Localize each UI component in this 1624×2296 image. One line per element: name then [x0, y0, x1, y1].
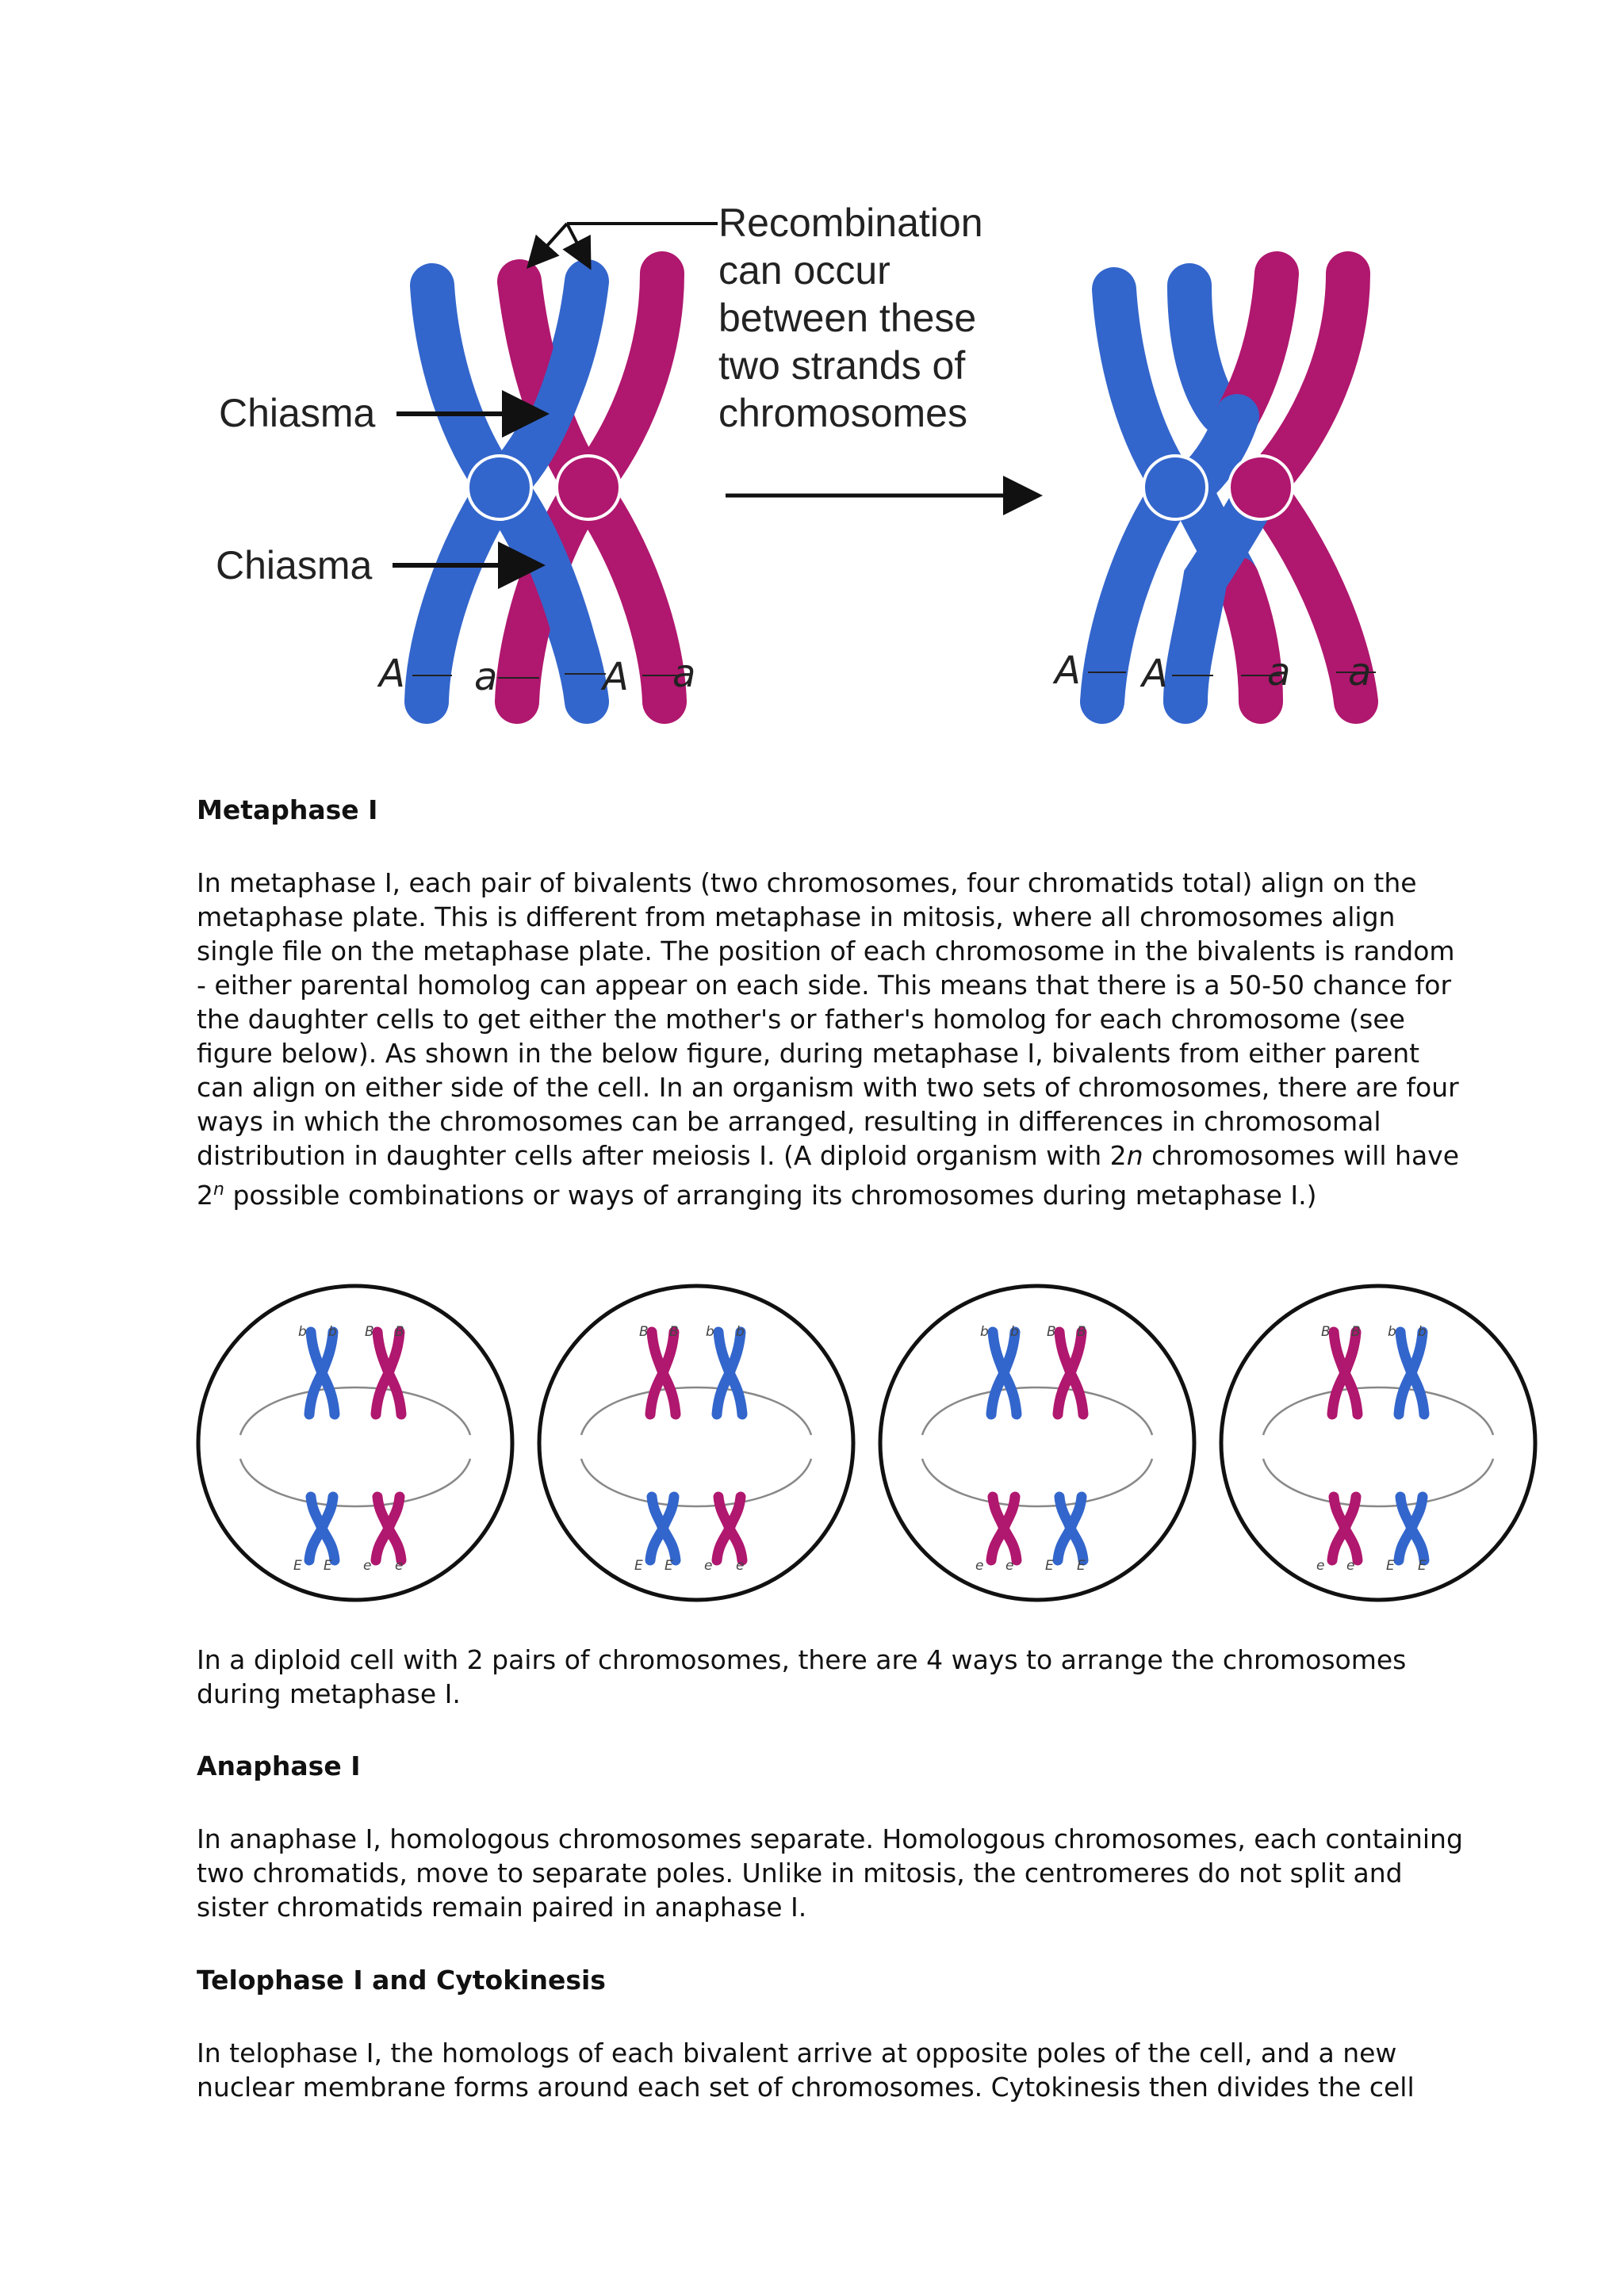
cell-3-bottom-allele: e — [1005, 1558, 1013, 1574]
svg-text:two strands of: two strands of — [718, 343, 965, 388]
cell-2-bottom-allele: E — [634, 1558, 643, 1574]
cell-3-bottom-allele: E — [1077, 1558, 1086, 1574]
figure2-caption: In a diploid cell with 2 pairs of chromo… — [197, 1644, 1407, 1709]
cell-3: b b B Be e E E — [878, 1284, 1197, 1602]
cell-2-bottom-allele: e — [736, 1558, 744, 1574]
left-allele-1: A — [377, 652, 405, 696]
cell-2-top-allele: b — [736, 1324, 745, 1340]
cell-1-top-allele: B — [365, 1324, 374, 1340]
cell-3-top-allele: B — [1077, 1324, 1086, 1340]
cell-2-bottom-allele: e — [704, 1558, 712, 1574]
left-allele-2: a — [474, 655, 497, 699]
cell-3-bottom-allele: E — [1045, 1558, 1054, 1574]
recombination-annotation: Recombination can occur between these tw… — [718, 201, 983, 435]
metaphase-heading: Metaphase I — [197, 794, 378, 825]
cell-4-top-allele: B — [1321, 1324, 1331, 1340]
svg-text:can occur: can occur — [718, 248, 891, 293]
cell-3-top-allele: B — [1047, 1324, 1056, 1340]
cell-2-bottom-allele: E — [665, 1558, 673, 1574]
right-allele-3: a — [1267, 650, 1290, 695]
svg-text:between these: between these — [718, 296, 976, 340]
cell-4-bottom-allele: E — [1418, 1558, 1427, 1574]
cell-4-bottom-allele: e — [1346, 1558, 1354, 1574]
chiasma-label-bottom: Chiasma — [216, 543, 372, 587]
cell-1-bottom-allele: E — [293, 1558, 302, 1574]
left-allele-3: A — [600, 655, 629, 699]
cell-4-bottom-allele: e — [1316, 1558, 1324, 1574]
svg-text:chromosomes: chromosomes — [718, 391, 967, 435]
cell-1-bottom-allele: E — [324, 1558, 332, 1574]
right-allele-2: A — [1139, 652, 1168, 696]
cell-1-top-allele: b — [298, 1324, 307, 1340]
telophase-paragraph: In telophase I, the homologs of each biv… — [197, 2038, 1415, 2103]
anaphase-paragraph: In anaphase I, homologous chromosomes se… — [197, 1823, 1463, 1923]
right-magenta-centromere — [1228, 454, 1294, 521]
right-allele-1: A — [1052, 649, 1081, 693]
left-blue-centromere — [466, 454, 533, 521]
cell-4-top-allele: B — [1351, 1324, 1361, 1340]
left-allele-4: a — [672, 652, 695, 696]
cell-1-bottom-allele: e — [363, 1558, 371, 1574]
cell-4-top-allele: b — [1388, 1324, 1396, 1340]
right-allele-4: a — [1348, 650, 1371, 695]
cell-1-top-allele: b — [328, 1324, 337, 1340]
cell-2-top-allele: B — [669, 1324, 679, 1340]
cell-4-bottom-allele: E — [1386, 1558, 1395, 1574]
cell-1-bottom-allele: e — [395, 1558, 403, 1574]
cell-2-top-allele: b — [706, 1324, 714, 1340]
svg-text:Recombination: Recombination — [718, 201, 983, 245]
left-magenta-centromere — [555, 454, 622, 521]
cell-2-top-allele: B — [639, 1324, 649, 1340]
cell-3-bottom-allele: e — [975, 1558, 983, 1574]
cell-3-top-allele: b — [1010, 1324, 1019, 1340]
metaphase-paragraph: In metaphase I, each pair of bivalents (… — [197, 867, 1459, 1211]
cell-3-top-allele: b — [980, 1324, 989, 1340]
right-blue-centromere — [1142, 454, 1208, 521]
crossing-over-figure: A a A a Chiasma Chiasma Recombination ca… — [216, 201, 1378, 724]
cell-1-top-allele: B — [395, 1324, 404, 1340]
telophase-heading: Telophase I and Cytokinesis — [197, 1965, 606, 1996]
cell-4-top-allele: b — [1418, 1324, 1427, 1340]
anaphase-heading: Anaphase I — [197, 1751, 361, 1781]
chiasma-label-top: Chiasma — [219, 391, 375, 435]
